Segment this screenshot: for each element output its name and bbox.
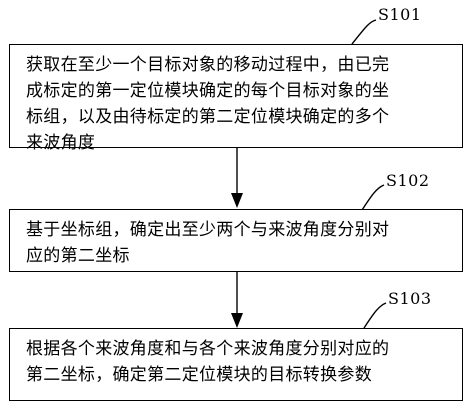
arrow-head-s101-to-s102 [231,193,243,208]
step-box-s102: 基于坐标组，确定出至少两个与来波角度分别对 应的第二坐标 [9,209,463,272]
step-text-s101: 获取在至少一个目标对象的移动过程中，由已完 成标定的第一定位模块确定的每个目标对… [26,55,390,153]
step-label-s102: S102 [386,171,430,190]
step-box-s101: 获取在至少一个目标对象的移动过程中，由已完 成标定的第一定位模块确定的每个目标对… [9,44,463,153]
step-text-s103: 根据各个来波角度和与各个来波角度分别对应的 第二坐标，确定第二定位模块的目标转换… [26,339,390,385]
label-leader-s103 [363,302,387,329]
label-leader-s102 [361,184,385,211]
arrow-head-s102-to-s103 [231,313,243,328]
step-box-s103: 根据各个来波角度和与各个来波角度分别对应的 第二坐标，确定第二定位模块的目标转换… [9,328,463,401]
step-label-s103: S103 [388,289,432,308]
step-text-s102: 基于坐标组，确定出至少两个与来波角度分别对 应的第二坐标 [26,220,390,266]
step-label-s101: S101 [378,5,422,24]
label-leader-s101 [351,19,377,45]
